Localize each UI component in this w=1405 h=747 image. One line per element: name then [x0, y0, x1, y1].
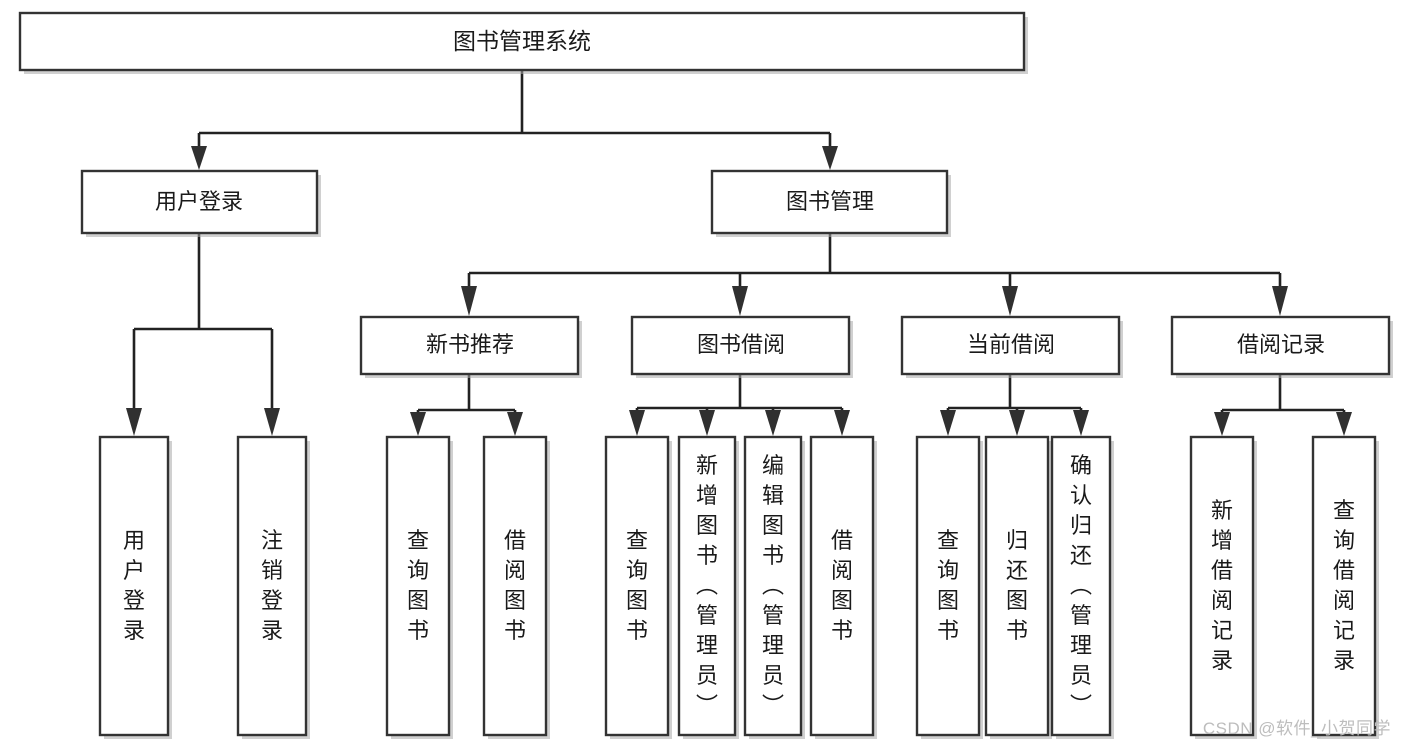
- leaf-node[interactable]: 查询图书: [604, 435, 672, 739]
- arrow-bookborrow-to-leaf-2: [699, 410, 715, 436]
- arrow-newbook-to-leaf-1: [410, 412, 426, 436]
- leaf-label: 借阅图书: [504, 528, 526, 643]
- user-login-label: 用户登录: [155, 189, 243, 214]
- leaf-box: [385, 435, 451, 737]
- leaf-node[interactable]: 查询图书: [385, 435, 453, 739]
- leaf-node[interactable]: 确认归还︵管理员︶: [1050, 435, 1114, 739]
- leaf-label: 查询借阅记录: [1333, 498, 1355, 673]
- leaf-label: 注销登录: [261, 528, 283, 643]
- book-borrow-label: 图书借阅: [697, 332, 785, 357]
- current-borrow-box: [900, 315, 1121, 376]
- arrow-currentborrow-to-leaf-1: [940, 410, 956, 436]
- arrow-bookborrow-to-leaf-4: [834, 410, 850, 436]
- node-book-borrow[interactable]: 图书借阅: [630, 315, 853, 378]
- root-label: 图书管理系统: [453, 28, 591, 54]
- user-login-box: [80, 169, 319, 235]
- borrow-record-label: 借阅记录: [1237, 332, 1325, 357]
- arrow-root-to-user-login: [191, 146, 207, 170]
- node-book-manage[interactable]: 图书管理: [710, 169, 951, 237]
- arrow-bookborrow-to-leaf-1: [629, 410, 645, 436]
- leaf-box: [915, 435, 981, 737]
- leaf-box: [677, 435, 737, 737]
- book-borrow-box: [630, 315, 851, 376]
- leaf-node[interactable]: 用户登录: [98, 435, 172, 739]
- leaf-label: 新增图书︵管理员︶: [696, 453, 718, 718]
- leaf-node[interactable]: 查询图书: [915, 435, 983, 739]
- leaf-node[interactable]: 编辑图书︵管理员︶: [743, 435, 805, 739]
- leaf-label: 查询图书: [937, 528, 959, 643]
- node-root[interactable]: 图书管理系统: [18, 11, 1028, 74]
- leaf-label: 归还图书: [1006, 528, 1028, 643]
- leaf-box: [984, 435, 1050, 737]
- new-book-rec-label: 新书推荐: [426, 332, 514, 357]
- leaf-box: [743, 435, 803, 737]
- leaf-node[interactable]: 借阅图书: [809, 435, 877, 739]
- leaf-box: [1050, 435, 1112, 737]
- leaf-box: [604, 435, 670, 737]
- leaf-label: 借阅图书: [831, 528, 853, 643]
- leaf-box: [236, 435, 308, 737]
- borrow-record-box: [1170, 315, 1391, 376]
- current-borrow-label: 当前借阅: [967, 332, 1055, 357]
- leaf-label: 用户登录: [123, 528, 145, 643]
- leaf-box: [1311, 435, 1377, 737]
- leaf-label: 编辑图书︵管理员︶: [762, 453, 784, 718]
- leaf-node[interactable]: 新增借阅记录: [1189, 435, 1257, 739]
- leaf-node[interactable]: 借阅图书: [482, 435, 550, 739]
- arrow-bookborrow-to-leaf-3: [765, 410, 781, 436]
- leaf-node[interactable]: 归还图书: [984, 435, 1052, 739]
- node-current-borrow[interactable]: 当前借阅: [900, 315, 1123, 378]
- leaf-box: [98, 435, 170, 737]
- leaf-box: [1189, 435, 1255, 737]
- arrow-borrowrecord-to-leaf-1: [1214, 412, 1230, 436]
- leaf-node[interactable]: 新增图书︵管理员︶: [677, 435, 739, 739]
- arrow-userlogin-to-leaf-2: [264, 408, 280, 436]
- arrow-currentborrow-to-leaf-2: [1009, 410, 1025, 436]
- book-manage-label: 图书管理: [786, 189, 874, 214]
- leaf-label: 新增借阅记录: [1211, 498, 1233, 673]
- node-new-book-recommend[interactable]: 新书推荐: [359, 315, 582, 378]
- leaf-label: 查询图书: [626, 528, 648, 643]
- leaf-box: [482, 435, 548, 737]
- arrow-root-to-book-manage: [822, 146, 838, 170]
- arrow-userlogin-to-leaf-1: [126, 408, 142, 436]
- arrow-bookmanage-to-new-book-rec: [461, 286, 477, 316]
- book-manage-box: [710, 169, 949, 235]
- leaf-label: 查询图书: [407, 528, 429, 643]
- arrow-borrowrecord-to-leaf-2: [1336, 412, 1352, 436]
- leaf-box: [809, 435, 875, 737]
- connector-layer: [126, 70, 1352, 436]
- node-user-login[interactable]: 用户登录: [80, 169, 321, 237]
- leaf-node[interactable]: 注销登录: [236, 435, 310, 739]
- leaf-label: 确认归还︵管理员︶: [1070, 453, 1092, 718]
- leaf-node[interactable]: 查询借阅记录: [1311, 435, 1379, 739]
- arrow-bookmanage-to-current-borrow: [1002, 286, 1018, 316]
- new-book-rec-box: [359, 315, 580, 376]
- arrow-newbook-to-leaf-2: [507, 412, 523, 436]
- arrow-bookmanage-to-book-borrow: [732, 286, 748, 316]
- arrow-bookmanage-to-borrow-record: [1272, 286, 1288, 316]
- node-borrow-record[interactable]: 借阅记录: [1170, 315, 1393, 378]
- root-box: [18, 11, 1026, 72]
- leaf-node-layer: 用户登录 注销登录 查询图书 借阅图书 查询图书 新增图书︵管理员︶ 编辑图书︵管理员︶ 借阅…: [98, 435, 1379, 739]
- arrow-currentborrow-to-leaf-3: [1073, 410, 1089, 436]
